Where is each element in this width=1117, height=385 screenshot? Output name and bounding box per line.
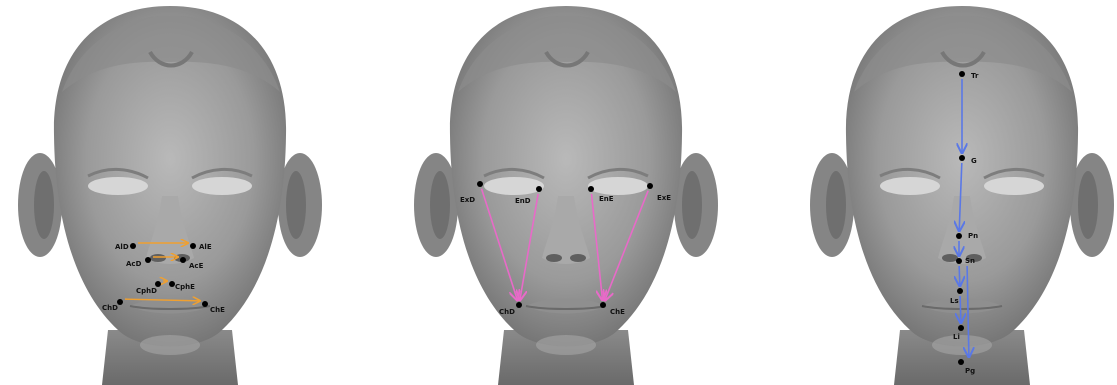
landmark-point-acd (145, 257, 151, 263)
landmark-point-chd (516, 302, 522, 308)
landmark-label-ls: Ls (950, 297, 959, 305)
face-model-left (18, 6, 322, 385)
landmark-label-exd: ExD (460, 196, 475, 204)
landmark-point-exd (477, 181, 483, 187)
landmark-point-end (536, 186, 542, 192)
landmark-label-g: G (971, 157, 977, 165)
panel-vertical: TrG PnSnLsLiPg (810, 6, 1114, 385)
landmark-point-ene (588, 186, 594, 192)
landmark-point-g (959, 155, 965, 161)
landmark-label-sn: Sn (965, 257, 975, 265)
landmark-label-cphd: CphD (136, 287, 157, 295)
landmark-point-ace (180, 257, 186, 263)
landmark-label-chd: ChD (102, 304, 118, 312)
landmark-label-end: EnD (515, 197, 531, 205)
landmark-point-ale (190, 243, 196, 249)
landmark-point-ls (957, 288, 963, 294)
landmark-point-sn (956, 258, 962, 264)
panel-horizontal: AlD AlE AcD AcE CphD CphE ChD ChE (18, 6, 322, 385)
landmark-point-tr (959, 71, 965, 77)
landmark-label-ale: AlE (199, 243, 212, 251)
landmark-label-ene: EnE (599, 195, 614, 203)
landmark-point-ald (130, 243, 136, 249)
landmark-point-pg (958, 359, 964, 365)
landmark-label-acd: AcD (126, 260, 142, 268)
landmark-label-exe: ExE (657, 194, 671, 202)
landmark-label-che: ChE (610, 308, 625, 316)
landmark-label-pg: Pg (965, 367, 975, 375)
arrow-ls-to-li (960, 296, 961, 323)
landmark-label-tr: Tr (971, 72, 979, 80)
panel-oblique: ExD EnD EnE ExE ChD ChE (414, 6, 718, 385)
landmark-label-cphe: CphE (175, 283, 195, 291)
landmark-label-che: ChE (210, 306, 225, 314)
landmark-label-pn: Pn (968, 232, 978, 240)
landmark-label-ald: AlD (115, 243, 129, 251)
landmark-label-chd: ChD (499, 308, 515, 316)
landmark-label-li: Li (953, 333, 960, 341)
landmark-point-li (958, 325, 964, 331)
landmark-point-pn (956, 233, 962, 239)
landmark-point-che (600, 302, 606, 308)
landmark-point-exe (647, 183, 653, 189)
landmark-label-ace: AcE (189, 262, 204, 270)
arrow-sn-to-ls (959, 266, 960, 286)
landmark-point-che (202, 301, 208, 307)
